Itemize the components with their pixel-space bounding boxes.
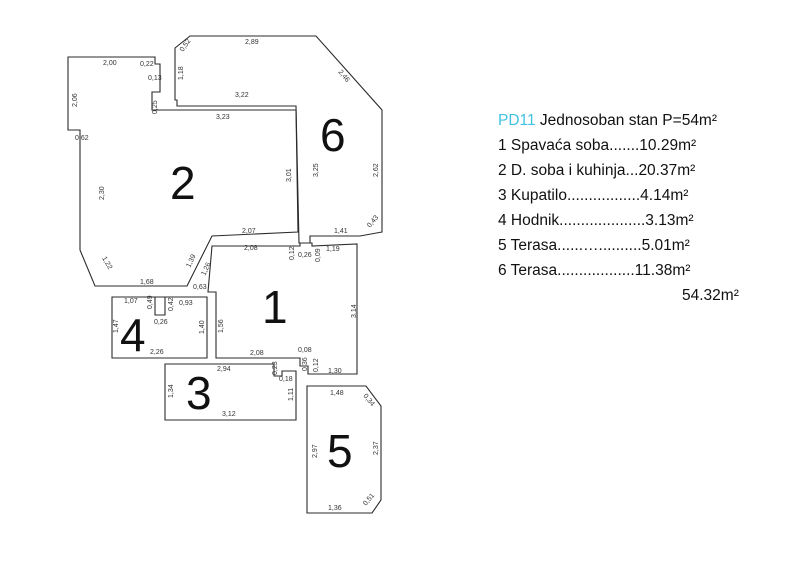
legend-total: 54.32m² (682, 287, 739, 304)
dim-label: 0,49 (147, 295, 154, 309)
dim-label: 0,36 (302, 357, 309, 371)
dim-label: 0,09 (315, 248, 322, 262)
dim-label: 3,01 (286, 168, 293, 182)
dim-label: 2,37 (373, 441, 380, 455)
dim-label: 1,68 (140, 279, 154, 286)
dim-label: 0,13 (148, 75, 162, 82)
dim-label: 2,46 (336, 69, 350, 84)
dim-label: 1,18 (178, 66, 185, 80)
room-5-outline (306, 385, 382, 514)
dim-label: 0,12 (289, 246, 296, 260)
dim-label: 2,30 (99, 186, 106, 200)
dim-label: 1,56 (218, 319, 225, 333)
room-4-outline (111, 296, 208, 359)
dim-label: 3,23 (216, 114, 230, 121)
room-3-outline (164, 363, 297, 421)
legend-title: PD11 Jednosoban stan P=54m² (498, 108, 739, 133)
dim-label: 3,25 (313, 163, 320, 177)
dim-label: 0,26 (154, 319, 168, 326)
dim-label: 1,19 (326, 246, 340, 253)
dim-label: 1,41 (334, 228, 348, 235)
room-number-5: 5 (327, 425, 353, 477)
room-4-notch (154, 297, 166, 316)
dim-label: 0,23 (272, 361, 279, 375)
room-number-6: 6 (320, 109, 346, 161)
legend-item-2: 2 D. soba i kuhinja...20.37m² (498, 162, 696, 179)
dim-label: 1,39 (185, 253, 197, 268)
legend-item-5: 5 Terasa......…..........5.01m² (498, 237, 690, 254)
dim-label: 2,26 (150, 349, 164, 356)
dim-label: 0,12 (313, 358, 320, 372)
legend-item-3: 3 Kupatilo.................4.14m² (498, 187, 689, 204)
dim-label: 2,62 (373, 163, 380, 177)
dim-label: 2,89 (245, 39, 259, 46)
dim-label: 1,40 (199, 320, 206, 334)
dim-label: 2,00 (103, 60, 117, 67)
room-number-2: 2 (170, 157, 196, 209)
legend-item-6: 6 Terasa..................11.38m² (498, 262, 691, 279)
dim-label: 1,36 (328, 505, 342, 512)
dim-label: 1,11 (288, 388, 295, 401)
dim-label: 0,51 (362, 492, 376, 507)
dim-label: 0,42 (168, 297, 175, 311)
dim-label: 1,30 (328, 368, 342, 375)
dim-label: 1,07 (124, 298, 138, 305)
room-number-4: 4 (120, 309, 146, 361)
apartment-title: Jednosoban stan P=54m² (535, 112, 718, 129)
dim-label: 0,22 (140, 61, 154, 68)
dim-label: 0,52 (179, 38, 193, 53)
dim-label: 2,08 (250, 350, 264, 357)
dim-label: 0,63 (193, 284, 207, 291)
dim-label: 0,62 (75, 135, 89, 142)
dim-label: 0,08 (298, 347, 312, 354)
dim-label: 0,43 (366, 214, 380, 229)
dim-label: 1,48 (330, 390, 344, 397)
dim-label: 3,22 (235, 92, 249, 99)
dim-label: 0,93 (179, 300, 193, 307)
room-1-outline (207, 242, 358, 375)
dim-label: 2,08 (244, 245, 258, 252)
legend-item-4: 4 Hodnik....................3.13m² (498, 212, 694, 229)
room-2-outline (67, 56, 299, 287)
dim-label: 2,07 (242, 228, 256, 235)
room-number-1: 1 (262, 281, 288, 333)
dim-label: 3,12 (222, 411, 236, 418)
apartment-code: PD11 (498, 112, 536, 129)
dim-label: 1,47 (113, 319, 120, 333)
dim-label: 0,18 (279, 376, 293, 383)
room-6-outline (174, 35, 383, 244)
dim-label: 3,14 (351, 304, 358, 318)
dim-label: 1,26 (200, 261, 212, 276)
dim-label: 0,25 (152, 100, 159, 114)
dim-label: 2,06 (72, 93, 79, 107)
dim-label: 1,34 (168, 384, 175, 398)
legend-item-1: 1 Spavaća soba.......10.29m² (498, 137, 697, 154)
dim-label: 0,26 (298, 252, 312, 259)
area-legend: PD11 Jednosoban stan P=54m² 1 Spavaća so… (498, 108, 739, 308)
dim-label: 2,94 (217, 366, 231, 373)
dim-label: 2,97 (312, 444, 319, 458)
dim-label: 1,22 (100, 256, 113, 271)
dim-label: 0,34 (361, 393, 375, 408)
room-number-3: 3 (186, 367, 212, 419)
